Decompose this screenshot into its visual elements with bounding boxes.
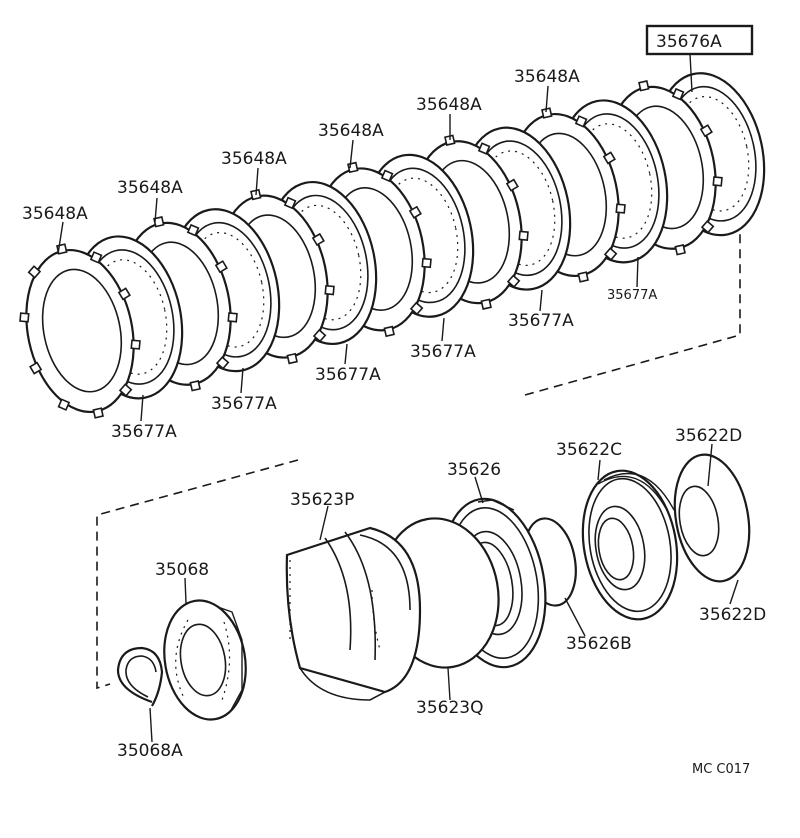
label-35648a-2: 35648A bbox=[117, 178, 183, 198]
label-35068a: 35068A bbox=[117, 741, 183, 761]
carrier-35622c bbox=[581, 469, 679, 621]
label-35648a-3: 35648A bbox=[221, 149, 287, 169]
label-35677a-4: 35677A bbox=[410, 342, 476, 362]
part-labels: 35648A 35648A 35648A 35648A 35648A 35648… bbox=[22, 24, 766, 777]
label-35648a-5: 35648A bbox=[416, 95, 482, 115]
hub-35068 bbox=[163, 599, 247, 721]
washer-35622d bbox=[673, 453, 751, 583]
label-35622c: 35622C bbox=[556, 440, 622, 460]
drum-35623p bbox=[285, 526, 422, 701]
leader-lines bbox=[57, 53, 739, 743]
label-35677a-6: 35677A bbox=[607, 288, 657, 303]
label-35677a-3: 35677A bbox=[315, 365, 381, 385]
label-35623p: 35623P bbox=[290, 490, 354, 510]
boxed-label-frame bbox=[645, 24, 754, 56]
label-35677a-2: 35677A bbox=[211, 394, 277, 414]
label-35648a-1: 35648A bbox=[22, 204, 88, 224]
clutch-pack bbox=[19, 72, 766, 419]
friction-disc bbox=[19, 243, 141, 419]
figure-code: MC C017 bbox=[692, 762, 750, 777]
label-35626b: 35626B bbox=[566, 634, 632, 654]
label-35626: 35626 bbox=[447, 460, 501, 480]
label-35676a-boxed: 35676A bbox=[656, 32, 722, 52]
snapring-35068a bbox=[116, 646, 164, 707]
label-35068: 35068 bbox=[155, 560, 209, 580]
label-35622d-top: 35622D bbox=[675, 426, 742, 446]
label-35648a-4: 35648A bbox=[318, 121, 384, 141]
label-35677a-1: 35677A bbox=[111, 422, 177, 442]
label-35623q: 35623Q bbox=[416, 698, 483, 718]
label-35622d-bottom: 35622D bbox=[699, 605, 766, 625]
label-35677a-5: 35677A bbox=[508, 311, 574, 331]
label-35648a-6: 35648A bbox=[514, 67, 580, 87]
